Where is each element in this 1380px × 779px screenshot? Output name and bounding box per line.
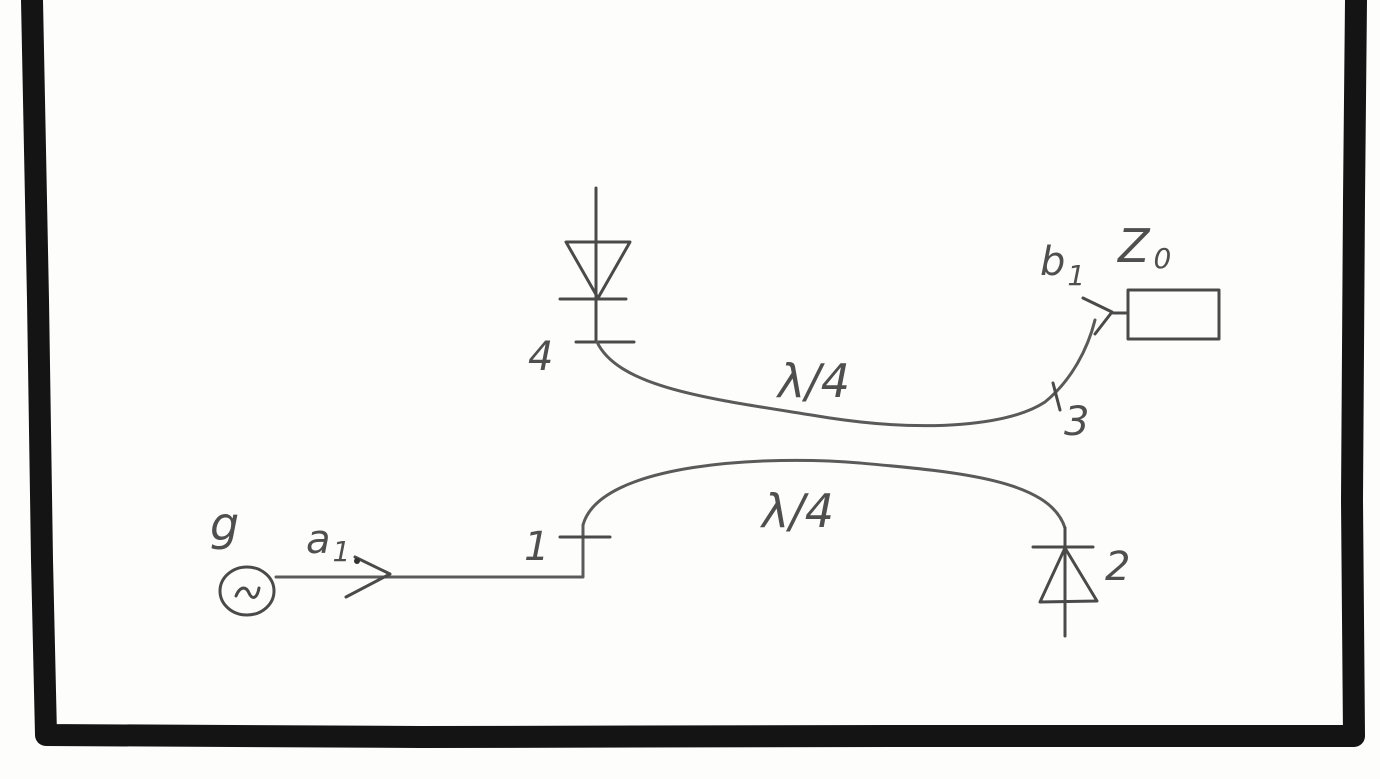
upper-quarter-wave-line: [595, 318, 1097, 428]
reflected-wave-arrow-icon: [1081, 296, 1114, 336]
port-3-label: 3: [1064, 399, 1089, 445]
port-1-label: 1: [524, 524, 549, 570]
incident-wave-letter: a: [306, 517, 331, 563]
lower-line-label: λ/4: [759, 484, 834, 538]
load-resistor-icon: [1126, 288, 1221, 341]
port-2-label: 2: [1105, 544, 1130, 590]
load-letter: Z: [1116, 219, 1151, 273]
page-frame: [21, 0, 1367, 748]
incident-wave-label: a1: [306, 517, 350, 568]
ac-source-icon: [218, 565, 276, 617]
reflected-wave-label: b1: [1040, 239, 1085, 292]
port-4-label: 4: [528, 334, 553, 380]
lower-quarter-wave-line: [581, 458, 1067, 530]
incident-wave-subscript: 1: [333, 535, 351, 568]
load-subscript: 0: [1154, 242, 1172, 275]
feed-line: [274, 523, 585, 579]
incident-wave-arrow-icon: [344, 555, 392, 599]
reflected-wave-subscript: 1: [1067, 259, 1085, 292]
reflected-wave-letter: b: [1040, 239, 1065, 285]
diode-icon: [1031, 526, 1099, 638]
diode-icon: [558, 186, 632, 344]
source-label: g: [210, 497, 239, 551]
upper-line-label: λ/4: [775, 354, 850, 408]
port-3-tick: [1051, 381, 1062, 412]
